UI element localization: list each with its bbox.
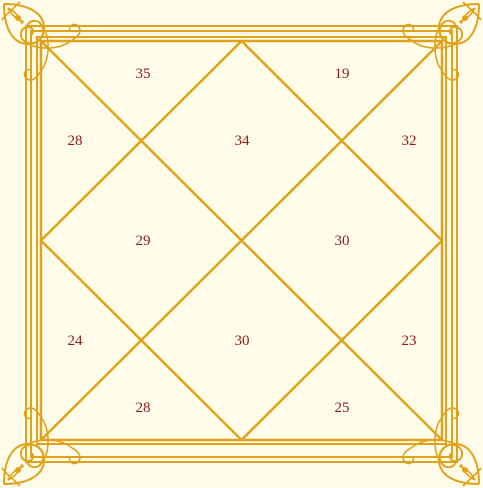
house-8-value: 25 [335,400,350,416]
house-3-value: 28 [68,133,83,149]
house-11-value: 32 [402,133,417,149]
house-5-value: 24 [68,333,84,349]
house-1-value: 34 [235,133,251,149]
house-9-value: 23 [402,333,417,349]
house-12-value: 19 [335,66,350,82]
house-6-value: 28 [136,400,151,416]
chart-grid [37,37,446,444]
house-10-value: 30 [335,233,350,249]
house-7-value: 30 [235,333,250,349]
house-2-value: 35 [136,66,151,82]
house-4-value: 29 [136,233,151,249]
